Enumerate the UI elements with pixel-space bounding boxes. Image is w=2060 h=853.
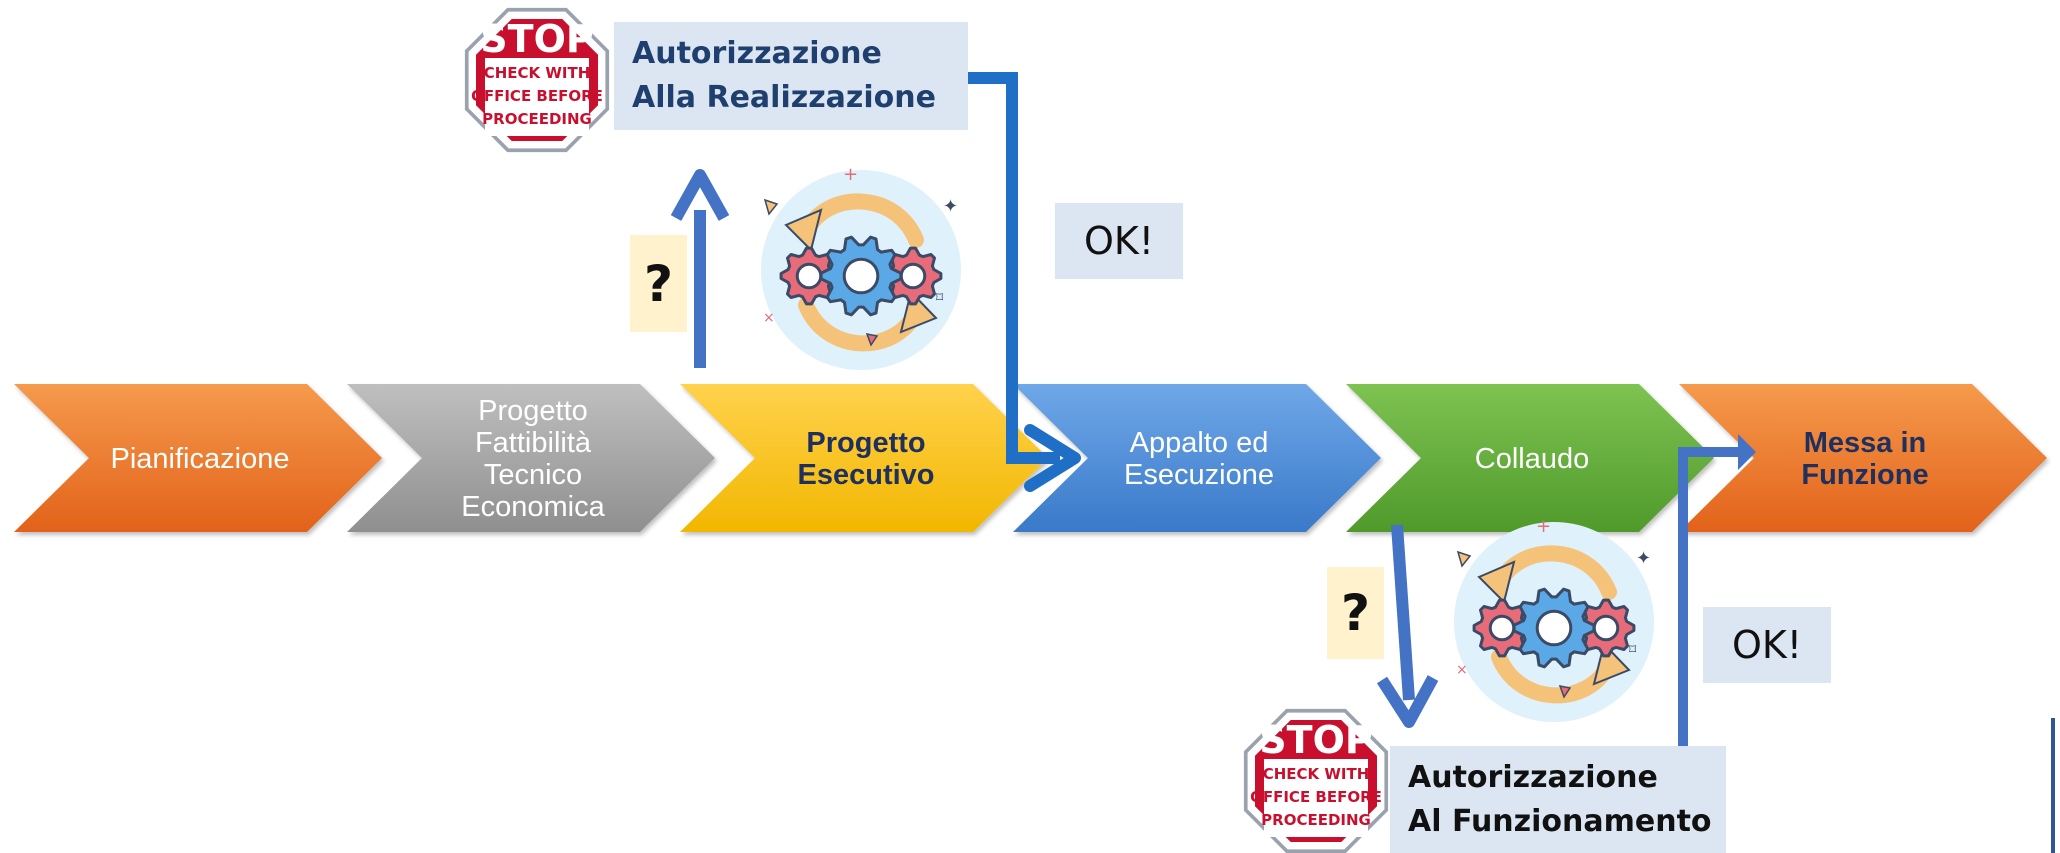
- arrow-up-to-auth: [670, 169, 730, 368]
- stop-word: STOP: [1259, 718, 1372, 762]
- authorization-operation-line2: Al Funzionamento: [1408, 803, 1712, 839]
- gears-cycle-icon: + ✦ × ⌑: [1454, 516, 1654, 722]
- gears-cycle-icon: + ✦ × ⌑: [761, 164, 961, 370]
- sparkle-icon: ⌑: [936, 290, 944, 306]
- sparkle-icon: ✦: [1636, 548, 1651, 569]
- stage-label-collaudo: Collaudo: [1475, 443, 1589, 475]
- question-mark-bottom: ?: [1327, 567, 1384, 659]
- gear-icon: [1472, 598, 1532, 658]
- question-mark-top: ?: [630, 235, 687, 332]
- sparkle-icon: ✦: [943, 196, 958, 217]
- gear-icon: [1512, 587, 1596, 669]
- sparkle-icon: +: [843, 164, 858, 185]
- stop-caption: OFFICE BEFORE: [1250, 788, 1382, 806]
- stop-sign-icon: STOP CHECK WITH OFFICE BEFORE PROCEEDING: [1243, 708, 1389, 853]
- chevron-collaudo: [1346, 384, 1714, 532]
- stop-caption: OFFICE BEFORE: [471, 87, 603, 105]
- chevron-pfte: [347, 384, 715, 532]
- connector-ok-bottom: [1678, 434, 1756, 750]
- chevron-funzione: [1679, 384, 2047, 532]
- stop-caption: PROCEEDING: [1261, 811, 1371, 829]
- chevron-pianificazione: [14, 384, 382, 532]
- authorization-operation-line1: Autorizzazione: [1408, 759, 1658, 795]
- chevron-esecutivo: [680, 384, 1048, 532]
- stop-caption: CHECK WITH: [484, 64, 591, 82]
- gear-icon: [819, 235, 903, 317]
- stop-caption: PROCEEDING: [482, 110, 592, 128]
- sparkle-icon: ×: [1456, 662, 1468, 678]
- authorization-realization-line1: Autorizzazione: [632, 36, 882, 71]
- accent-line: [2051, 718, 2055, 853]
- authorization-realization-line2: Alla Realizzazione: [632, 80, 936, 115]
- connector-ok-top: [950, 72, 1081, 492]
- sparkle-icon: ⌑: [1629, 642, 1637, 658]
- sparkle-icon: ×: [763, 310, 775, 326]
- stage-label-pianificazione: Pianificazione: [111, 443, 290, 475]
- chevron-appalto: [1013, 384, 1381, 532]
- stage-chevrons: [14, 384, 2047, 532]
- gear-icon: [779, 246, 839, 306]
- sparkle-icon: +: [1536, 516, 1551, 537]
- authorization-operation-box: Autorizzazione Al Funzionamento: [1390, 746, 1726, 853]
- stop-caption: CHECK WITH: [1263, 765, 1370, 783]
- ok-label-bottom: OK!: [1703, 607, 1831, 683]
- stop-sign-icon: STOP CHECK WITH OFFICE BEFORE PROCEEDING: [464, 7, 610, 153]
- stop-word: STOP: [480, 17, 593, 61]
- ok-label-top: OK!: [1055, 203, 1183, 279]
- arrow-down-to-auth: [1376, 524, 1439, 728]
- authorization-realization-box: Autorizzazione Alla Realizzazione: [614, 22, 968, 130]
- gear-icon: [1576, 598, 1636, 658]
